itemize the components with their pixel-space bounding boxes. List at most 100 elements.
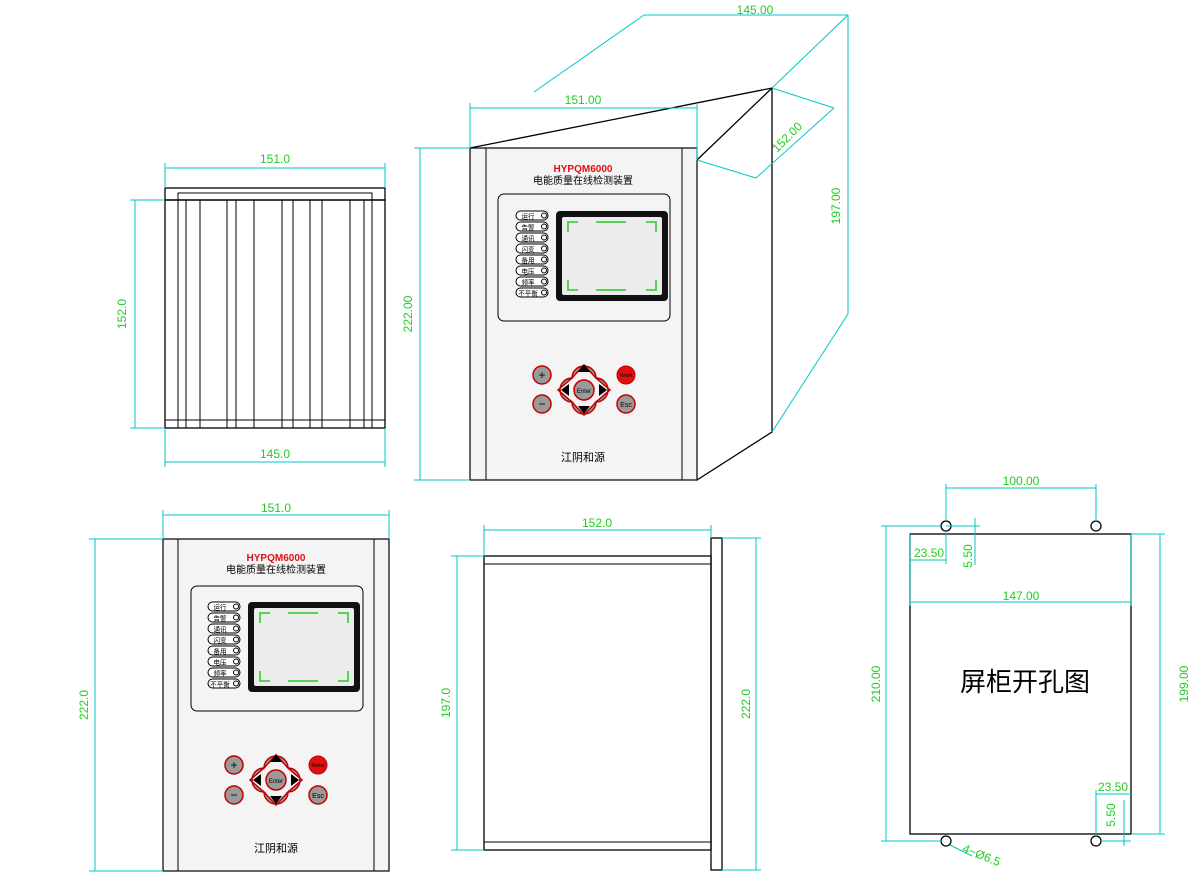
front-indicator-label-2: 通讯 bbox=[214, 625, 228, 634]
svg-text:+: + bbox=[538, 368, 545, 382]
front-left-arrow-icon bbox=[253, 774, 261, 786]
front-indicator-led-3 bbox=[233, 636, 239, 643]
front-keypad: + − Enter Reset Esc bbox=[224, 753, 328, 807]
iso-indicator-label-2: 通讯 bbox=[522, 234, 536, 243]
cutout-cut-width: 147.00 bbox=[1003, 589, 1040, 603]
svg-text:Reset: Reset bbox=[311, 763, 325, 769]
iso-front-width: 151.00 bbox=[565, 93, 602, 107]
front-indicator-2 bbox=[207, 623, 241, 634]
iso-plus-key[interactable] bbox=[532, 365, 552, 385]
side-view: 152.0 197.0 222.0 bbox=[439, 516, 761, 871]
cutout-hole-bottom-right bbox=[1090, 835, 1102, 847]
cutout-rect bbox=[909, 533, 1132, 835]
front-indicator-label-4: 备用 bbox=[214, 647, 227, 656]
svg-text:+: + bbox=[230, 758, 237, 772]
svg-text:Enter: Enter bbox=[577, 389, 591, 395]
iso-indicator-3 bbox=[515, 243, 549, 254]
front-right-key[interactable] bbox=[285, 767, 304, 793]
iso-indicator-2 bbox=[515, 232, 549, 243]
cutout-cut-height: 199.00 bbox=[1177, 665, 1191, 702]
front-screen bbox=[254, 608, 354, 686]
iso-minus-key[interactable] bbox=[532, 394, 552, 414]
top-view-height: 152.0 bbox=[115, 299, 129, 329]
front-indicator-label-5: 电压 bbox=[214, 658, 228, 667]
top-view-lid bbox=[164, 187, 386, 201]
iso-indicator-led-1 bbox=[541, 223, 547, 230]
front-esc-key[interactable] bbox=[308, 785, 328, 805]
side-body bbox=[483, 555, 712, 851]
front-width: 151.0 bbox=[261, 501, 291, 515]
iso-indicator-6 bbox=[515, 276, 549, 287]
iso-indicator-led-3 bbox=[541, 245, 547, 252]
iso-indicator-0 bbox=[515, 210, 549, 221]
svg-text:Esc: Esc bbox=[312, 793, 324, 800]
iso-indicator-label-5: 电压 bbox=[522, 267, 536, 276]
front-indicator-3 bbox=[207, 634, 241, 645]
cutout-view: 屏柜开孔图 100.00 23.50 5.50 147.00 210.00 19… bbox=[869, 474, 1191, 869]
iso-depth-top: 145.00 bbox=[737, 3, 774, 17]
front-indicator-0 bbox=[207, 601, 241, 612]
iso-keypad: + − Enter Reset Esc bbox=[532, 363, 636, 417]
iso-indicator-7 bbox=[515, 287, 549, 298]
side-inner-height: 197.0 bbox=[439, 688, 453, 718]
side-outer-height: 222.0 bbox=[739, 689, 753, 719]
front-indicator-label-3: 闪变 bbox=[214, 636, 228, 645]
front-right-arrow-icon bbox=[291, 774, 299, 786]
iso-reset-key[interactable] bbox=[616, 365, 636, 385]
iso-indicator-led-2 bbox=[541, 234, 547, 241]
iso-left-key[interactable] bbox=[556, 377, 575, 403]
iso-indicator-label-4: 备用 bbox=[522, 256, 535, 265]
svg-text:−: − bbox=[538, 397, 545, 411]
cutout-hole-top-right bbox=[1090, 520, 1102, 532]
svg-text:−: − bbox=[230, 788, 237, 802]
top-view-fins bbox=[177, 200, 373, 428]
front-indicator-7 bbox=[207, 678, 241, 689]
front-left-key[interactable] bbox=[248, 767, 267, 793]
iso-indicator-led-7 bbox=[541, 289, 547, 296]
iso-right-arrow-icon bbox=[599, 384, 607, 396]
cutout-hole-bottom-left bbox=[940, 835, 952, 847]
cutout-hole-offset-y: 5.50 bbox=[961, 544, 975, 568]
top-view: 151.0 152.0 145.0 bbox=[115, 152, 386, 467]
iso-screen bbox=[562, 217, 662, 295]
iso-indicator-label-6: 频率 bbox=[522, 278, 536, 287]
front-model: HYPQM6000 bbox=[247, 553, 306, 564]
front-down-arrow-icon bbox=[270, 796, 282, 804]
top-view-width-bottom: 145.0 bbox=[260, 447, 290, 461]
iso-model: HYPQM6000 bbox=[554, 164, 613, 175]
front-maker: 江阴和源 bbox=[254, 841, 298, 855]
iso-indicator-led-5 bbox=[541, 267, 547, 274]
front-indicator-led-7 bbox=[233, 680, 239, 687]
front-plus-key[interactable] bbox=[224, 755, 244, 775]
iso-left-arrow-icon bbox=[561, 384, 569, 396]
top-view-lid-inner bbox=[177, 192, 373, 201]
iso-enter-key[interactable] bbox=[573, 379, 595, 401]
iso-indicator-1 bbox=[515, 221, 549, 232]
front-indicator-led-5 bbox=[233, 658, 239, 665]
front-height: 222.0 bbox=[77, 690, 91, 720]
front-enter-key[interactable] bbox=[265, 769, 287, 791]
iso-maker: 江阴和源 bbox=[561, 450, 605, 464]
front-indicator-1 bbox=[207, 612, 241, 623]
front-minus-key[interactable] bbox=[224, 785, 244, 805]
front-screen-corner-marks bbox=[259, 612, 349, 682]
iso-esc-key[interactable] bbox=[616, 394, 636, 414]
iso-down-arrow-icon bbox=[578, 406, 590, 414]
front-device-name: 电能质量在线检测装置 bbox=[226, 563, 326, 576]
front-indicator-4 bbox=[207, 645, 241, 656]
svg-text:Enter: Enter bbox=[269, 779, 283, 785]
iso-right-key[interactable] bbox=[593, 377, 612, 403]
cutout-title: 屏柜开孔图 bbox=[960, 668, 1090, 698]
iso-indicator-label-3: 闪变 bbox=[522, 245, 536, 254]
front-indicator-label-6: 频率 bbox=[214, 669, 228, 678]
cutout-outer-height: 210.00 bbox=[869, 665, 883, 702]
iso-screen-corner-marks bbox=[567, 221, 657, 291]
iso-up-arrow-icon bbox=[578, 364, 590, 372]
iso-indicator-label-1: 告警 bbox=[522, 223, 536, 232]
front-reset-key[interactable] bbox=[308, 755, 328, 775]
front-indicator-5 bbox=[207, 656, 241, 667]
top-view-body bbox=[164, 199, 386, 429]
